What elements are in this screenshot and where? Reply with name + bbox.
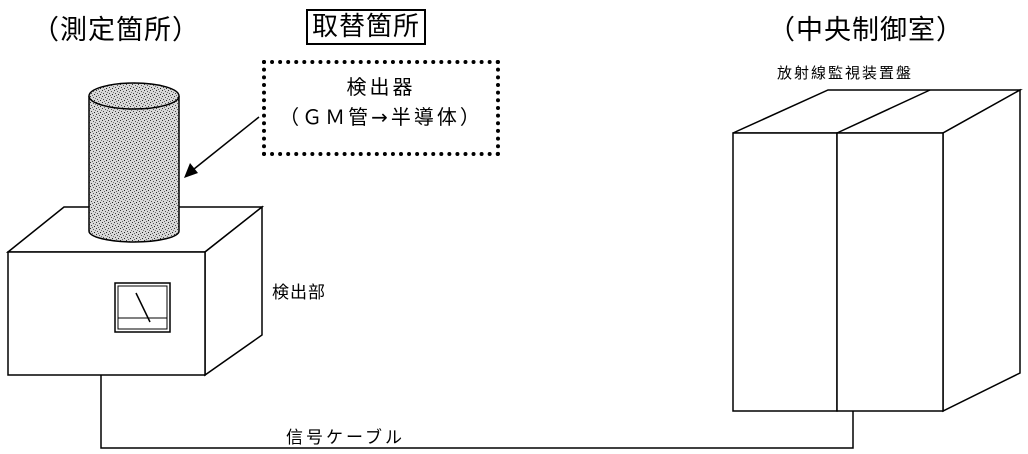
signal-cable (100, 375, 854, 449)
panel-side-face (942, 88, 1021, 413)
callout-arrow (184, 116, 260, 178)
detector-callout-line1: 検出器 (346, 75, 416, 99)
detector-cylinder (88, 82, 180, 243)
detector-unit-front-face (7, 251, 206, 376)
replacement-location-label: 取替箇所 (306, 9, 427, 45)
detector-callout-line2: （ＧＭ管→半導体） (279, 105, 483, 129)
detector-callout-box: 検出器 （ＧＭ管→半導体） (262, 60, 500, 156)
detector-unit-label: 検出部 (272, 283, 326, 303)
meter-needle (135, 292, 151, 323)
panel-left-unit (732, 132, 838, 412)
measurement-location-heading: （測定箇所） (32, 15, 200, 46)
meter-gauge (114, 282, 171, 333)
signal-cable-label: 信号ケーブル (286, 428, 405, 448)
monitor-panel-label: 放射線監視装置盤 (777, 64, 914, 82)
panel-right-unit (836, 132, 944, 412)
monitor-panel-cabinet (732, 88, 1023, 413)
control-room-heading: （中央制御室） (768, 15, 964, 46)
detector-unit-box (5, 205, 265, 377)
